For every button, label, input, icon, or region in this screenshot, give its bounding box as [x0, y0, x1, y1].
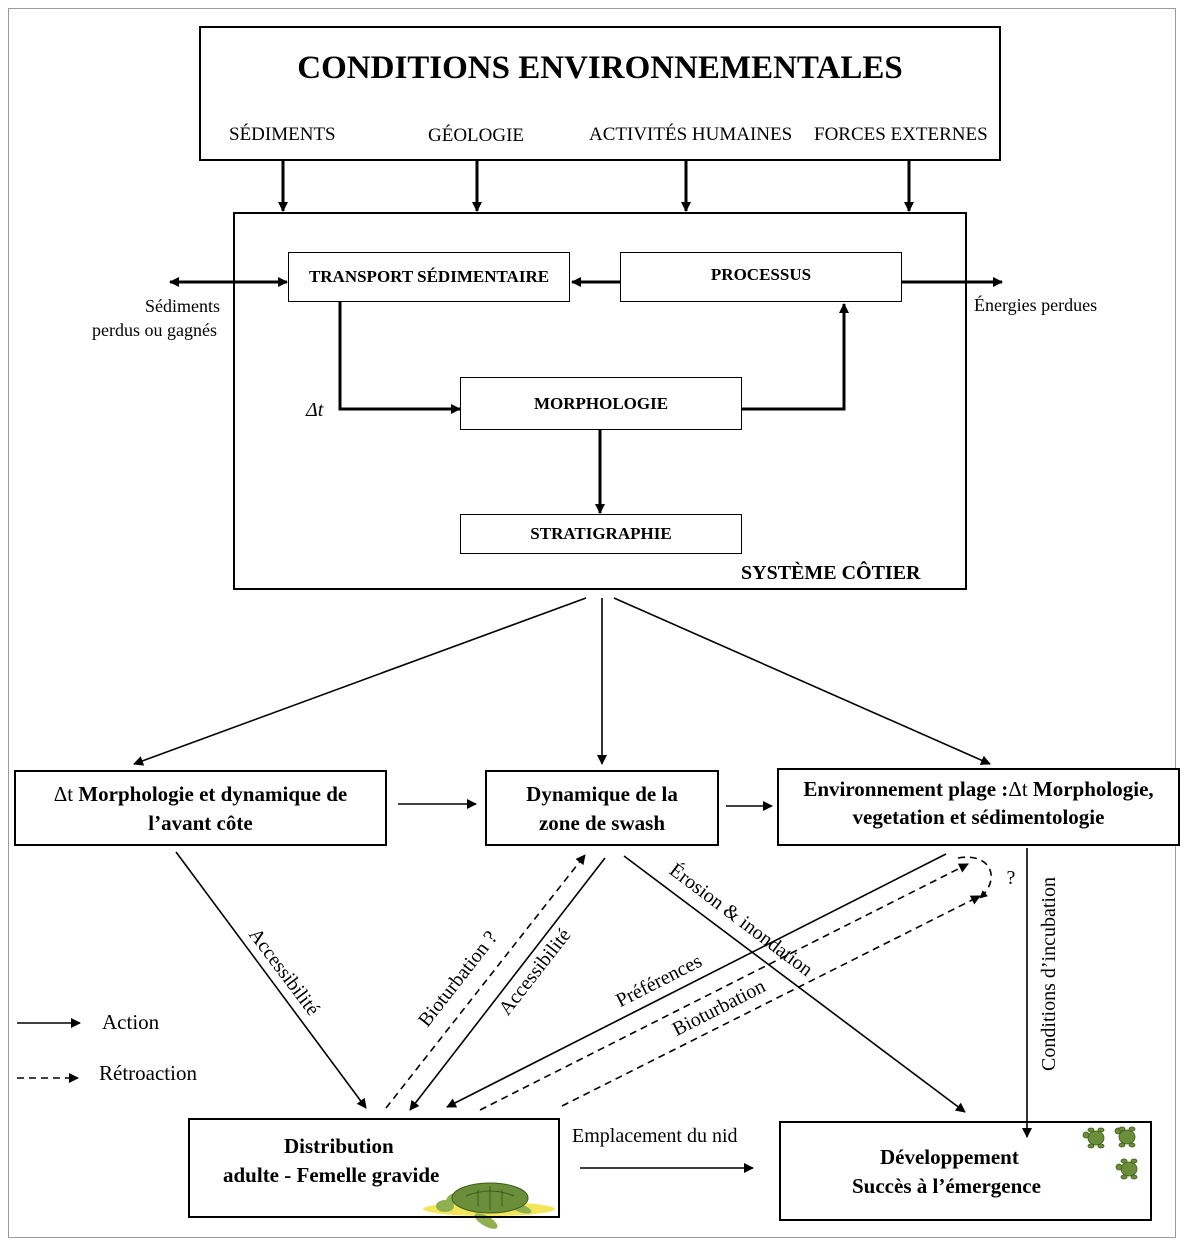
legend-action-label: Action [102, 1010, 160, 1034]
nest-location-label: Emplacement du nid [572, 1125, 738, 1147]
hatchling-icon [1082, 1126, 1138, 1180]
arrow-accessibilite-left [175, 851, 367, 1109]
foreshore-line1: Δt Morphologie et dynamique de [16, 782, 385, 807]
coastal-system-label: SYSTÈME CÔTIER [741, 562, 921, 584]
transport-box: TRANSPORT SÉDIMENTAIRE [288, 252, 570, 302]
env-factor-forces: FORCES EXTERNES [814, 124, 988, 145]
arrow-to-beach [613, 597, 991, 765]
arrow-transport-morphologie [338, 302, 461, 414]
env-title: CONDITIONS ENVIRONNEMENTALES [297, 50, 903, 86]
env-factor-geologie: GÉOLOGIE [428, 125, 525, 146]
distribution-line2: adulte - Femelle gravide [223, 1163, 440, 1187]
processus-box: PROCESSUS [620, 252, 902, 302]
arrow-bioturbation-q [385, 854, 586, 1109]
development-line1: Développement [880, 1145, 1019, 1169]
foreshore-delta: Δt [53, 782, 74, 806]
feedback-arrows [385, 854, 992, 1111]
env-factor-activites: ACTIVITÉS HUMAINES [589, 124, 793, 145]
swash-line2: zone de swash [538, 811, 665, 835]
action-arrows [175, 848, 1032, 1173]
foreshore-title: Morphologie et dynamique de [78, 782, 348, 806]
beach-title-a: Environnement plage : [803, 777, 1009, 801]
env-conditions-box: CONDITIONS ENVIRONNEMENTALES SÉDIMENTS G… [199, 26, 1001, 161]
beach-line2: vegetation et sédimentologie [852, 805, 1105, 829]
middle-arrows [398, 799, 773, 811]
stratigraphie-box: STRATIGRAPHIE [460, 514, 742, 554]
label-preferences: Préférences [612, 950, 705, 1012]
beach-line1: Environnement plage :Δt Morphologie, [779, 777, 1178, 802]
morphologie-box: MORPHOLOGIE [460, 377, 742, 430]
coastal-arrows [169, 277, 1003, 514]
stratigraphie-label: STRATIGRAPHIE [530, 524, 672, 543]
label-bioturbation-q: Bioturbation ? [414, 927, 502, 1031]
transport-label: TRANSPORT SÉDIMENTAIRE [308, 267, 550, 286]
swash-line1: Dynamique de la [526, 782, 678, 806]
arrow-preferences [446, 853, 947, 1108]
env-arrows [278, 160, 914, 212]
label-incubation: Conditions d’incubation [1038, 877, 1060, 1071]
coastal-system-box: SYSTÈME CÔTIER [233, 212, 967, 590]
system-out-arrows [133, 597, 991, 766]
arrow-erosion [623, 855, 966, 1113]
env-factor-sediments: SÉDIMENTS [229, 124, 336, 145]
label-accessibilite-mid: Accessibilité [495, 924, 576, 1019]
swash-box: Dynamique de la zone de swash [485, 770, 719, 846]
processus-label: PROCESSUS [710, 265, 812, 284]
legend-lines [17, 1018, 81, 1083]
beach-environment-box: Environnement plage :Δt Morphologie, veg… [777, 768, 1180, 846]
arrow-morphologie-processus [741, 303, 849, 411]
figure-frame [8, 8, 1176, 1238]
foreshore-line2: l’avant côte [148, 811, 253, 835]
energies-lost-label: Énergies perdues [974, 295, 1098, 315]
arrow-to-foreshore [133, 597, 587, 766]
distribution-box: Distribution adulte - Femelle gravide [188, 1118, 560, 1218]
turtle-icon [423, 1182, 555, 1229]
sediments-lost-line1: Sédiments [145, 296, 220, 316]
development-line2: Succès à l’émergence [852, 1174, 1041, 1198]
foreshore-box: Δt Morphologie et dynamique de l’avant c… [14, 770, 387, 846]
label-accessibilite-left: Accessibilité [244, 924, 324, 1020]
distribution-line1: Distribution [284, 1134, 394, 1158]
sediments-lost-line2: perdus ou gagnés [92, 320, 217, 340]
arrow-feedback-loop [957, 856, 992, 899]
legend-retroaction-label: Rétroaction [99, 1061, 197, 1085]
delta-t-label: Δt [306, 399, 324, 421]
label-question: ? [1007, 867, 1016, 889]
beach-title-b: Morphologie, [1032, 777, 1154, 801]
beach-delta: Δt [1008, 777, 1028, 801]
arrow-accessibilite-mid [409, 857, 606, 1111]
arrow-bioturbation [561, 895, 981, 1107]
development-box: Développement Succès à l’émergence [779, 1121, 1152, 1221]
morphologie-label: MORPHOLOGIE [533, 393, 669, 413]
